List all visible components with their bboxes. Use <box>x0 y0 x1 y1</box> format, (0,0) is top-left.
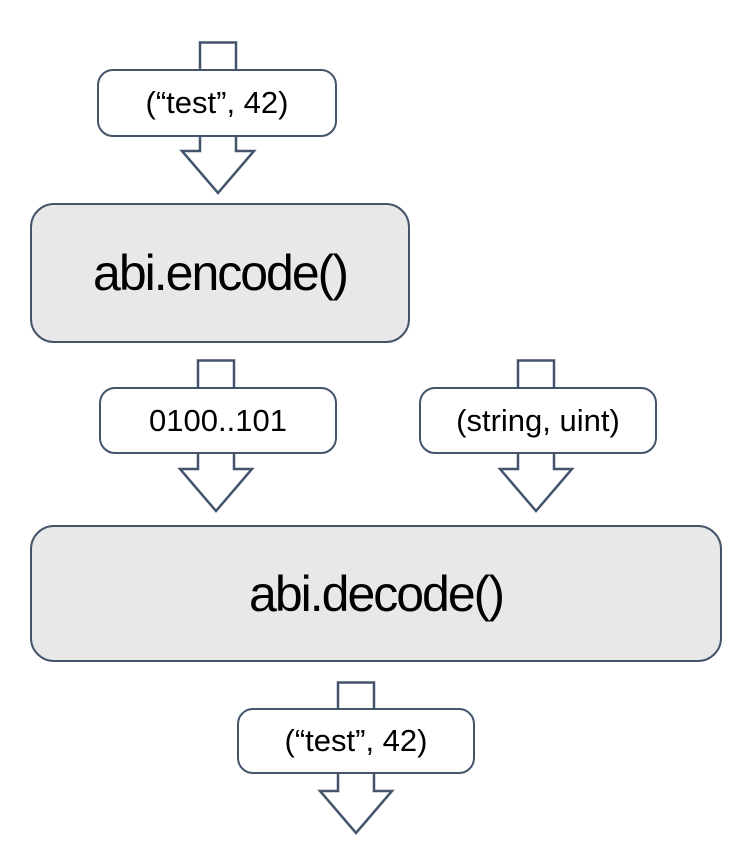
node-abi-decode: abi.decode() <box>30 525 722 662</box>
node-type-tuple: (string, uint) <box>419 387 657 454</box>
node-input-tuple: (“test”, 42) <box>97 69 337 137</box>
node-abi-decode-label: abi.decode() <box>249 565 505 622</box>
node-output-tuple: (“test”, 42) <box>237 708 475 774</box>
node-output-tuple-label: (“test”, 42) <box>284 723 428 758</box>
node-input-tuple-label: (“test”, 42) <box>145 85 289 120</box>
node-abi-encode: abi.encode() <box>30 203 410 343</box>
node-encoded-bytes-label: 0100..101 <box>149 402 287 438</box>
node-abi-encode-label: abi.encode() <box>93 245 349 301</box>
node-type-tuple-label: (string, uint) <box>456 402 620 438</box>
node-encoded-bytes: 0100..101 <box>99 387 337 454</box>
